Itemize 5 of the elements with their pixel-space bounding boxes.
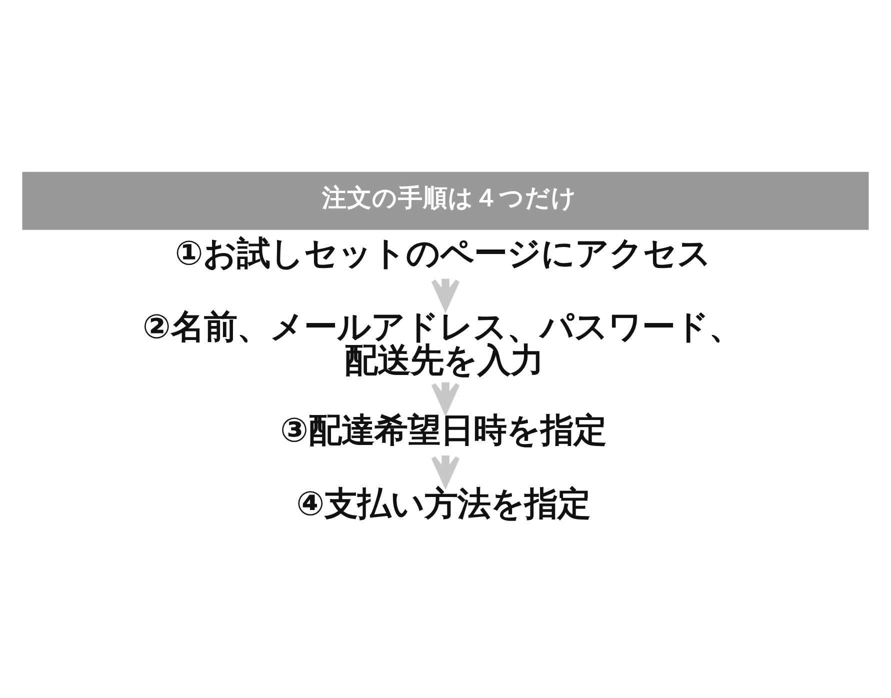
node-text: ③配達希望日時を指定 [280,410,606,450]
node-text: ②名前、メールアドレス、パスワード、配送先を入力 [142,306,742,380]
node-text: ①お試しセットのページにアクセス [174,233,712,272]
node-text: ④支払い方法を指定 [296,484,591,523]
diagram-title: 注文の手順は４つだけ [322,182,577,212]
